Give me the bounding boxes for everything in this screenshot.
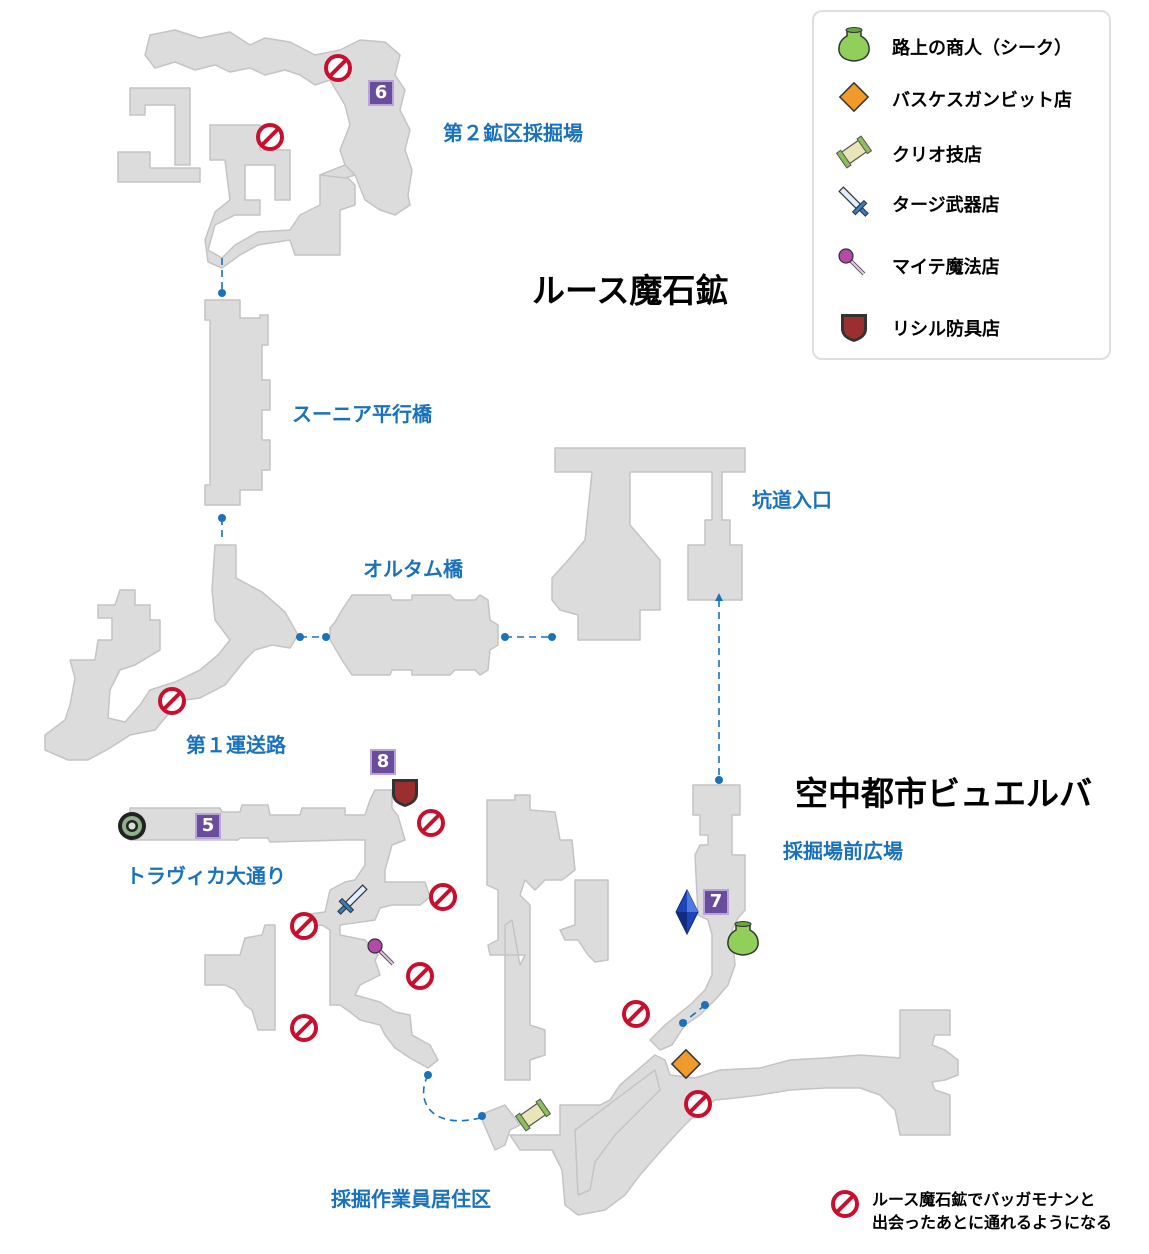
map-marker-7: 7: [703, 889, 729, 915]
shield-shop-icon: [841, 314, 867, 342]
legend-item-merchant: 路上の商人（シーク）: [834, 25, 1104, 65]
label-travica-street: トラヴィカ大通り: [126, 864, 286, 888]
area-worker-residence: [479, 1104, 521, 1151]
legend-item-weapon-shop: タージ武器店: [834, 182, 1104, 222]
staff-shop-icon: [838, 248, 866, 276]
label-mining-site-2: 第２鉱区採掘場: [443, 121, 583, 145]
map-marker-6: 6: [368, 80, 394, 106]
label-sunia-bridge: スーニア平行橋: [292, 402, 432, 426]
route-connections: [221, 258, 720, 1122]
area-mine-plaza: [649, 784, 746, 1051]
note-line-2: 出会ったあとに通れるようになる: [872, 1213, 1113, 1232]
merchant-pot-icon: [838, 27, 870, 62]
area-central-block-2: [559, 879, 609, 963]
legend-label: リシル防具店: [892, 319, 1000, 340]
legend-item-magic-shop: マイテ魔法店: [834, 244, 1104, 284]
route-nodes: [218, 289, 723, 1120]
shield-shop-icon: [392, 779, 418, 807]
area-sunia-bridge: [204, 299, 271, 506]
no-entry-icon: [831, 1190, 859, 1218]
scroll-shop-icon: [514, 1098, 552, 1132]
arrow-up-icon: [715, 593, 723, 601]
area-tunnel-entrance: [551, 447, 746, 641]
save-crystal-icon: [675, 888, 699, 936]
area-oltam-bridge: [329, 594, 499, 676]
legend-item-gambit-shop: バスケスガンビット店: [834, 77, 1104, 117]
area-route-1: [44, 544, 299, 761]
legend-item-armor-shop: リシル防具店: [834, 306, 1104, 346]
area-worker-residence-2: [509, 1009, 959, 1216]
scroll-shop-icon: [835, 135, 873, 169]
staff-shop-icon: [367, 938, 395, 966]
sword-shop-icon: [838, 186, 869, 217]
no-entry-markers: [158, 54, 712, 1118]
diamond-shop-icon: [838, 81, 870, 113]
diamond-shop-icon: [670, 1048, 702, 1080]
map-marker-8: 8: [370, 749, 396, 775]
map-marker-5: 5: [195, 813, 221, 839]
label-tunnel-entrance: 坑道入口: [752, 488, 832, 512]
label-worker-residence: 採掘作業員居住区: [331, 1187, 491, 1211]
title-ruins-mine: ルース魔石鉱: [532, 271, 729, 310]
title-bhujerba: 空中都市ビュエルバ: [795, 774, 1092, 813]
label-mine-plaza: 採掘場前広場: [783, 839, 903, 863]
note-line-1: ルース魔石鉱でバッガモナンと: [872, 1190, 1096, 1209]
area-worker-residence-3: [574, 1069, 661, 1196]
exit-ring-icon: [118, 812, 146, 840]
legend-label: バスケスガンビット店: [892, 90, 1072, 111]
legend-label: 路上の商人（シーク）: [892, 38, 1072, 59]
area-central-block: [486, 794, 576, 1081]
area-travica-street: [129, 789, 439, 1069]
merchant-pot-icon: [727, 921, 759, 956]
legend-panel: 路上の商人（シーク） バスケスガンビット店 クリオ技店 タージ武器店: [812, 10, 1111, 360]
sword-shop-icon: [337, 884, 368, 915]
legend-item-technick-shop: クリオ技店: [834, 132, 1104, 172]
legend-label: クリオ技店: [892, 145, 982, 166]
label-oltam-bridge: オルタム橋: [363, 557, 463, 581]
legend-label: マイテ魔法店: [892, 257, 1000, 278]
legend-label: タージ武器店: [892, 195, 1000, 216]
label-route-1: 第１運送路: [186, 733, 286, 757]
